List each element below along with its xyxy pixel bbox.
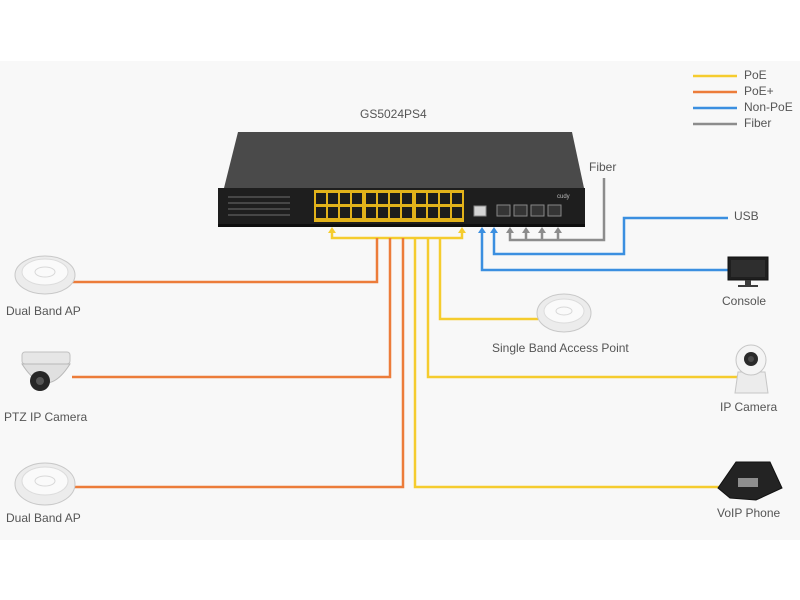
sfp-port xyxy=(496,204,511,217)
poe-bus-line xyxy=(330,231,464,240)
legend-label-poe-plus: PoE+ xyxy=(744,84,774,98)
usb-link xyxy=(492,216,728,256)
single-band-ap-label: Single Band Access Point xyxy=(492,341,629,355)
poe-port xyxy=(428,193,438,204)
ptz-camera-label: PTZ IP Camera xyxy=(4,410,88,424)
non-poe-links xyxy=(480,216,728,272)
switch-top-panel xyxy=(224,132,584,188)
poe-port xyxy=(416,193,426,204)
fiber-link-label: Fiber xyxy=(589,160,617,174)
poe-port xyxy=(452,207,462,218)
voip-phone-icon xyxy=(717,461,783,501)
status-led-panel xyxy=(228,196,290,216)
poe-port xyxy=(328,193,338,204)
voip-phone-label: VoIP Phone xyxy=(717,506,781,520)
diagram-graphics: cudy xyxy=(14,74,783,506)
poe-plus-links xyxy=(72,238,405,489)
poe-port xyxy=(440,193,450,204)
poe-port xyxy=(378,207,388,218)
legend-label-non-poe: Non-PoE xyxy=(744,100,793,114)
poe-port xyxy=(316,193,326,204)
poe-port xyxy=(440,207,450,218)
poe-link-single-band-ap xyxy=(438,238,538,321)
dual-band-ap-top-icon xyxy=(14,255,76,295)
console-link xyxy=(480,231,728,272)
poe-links xyxy=(330,231,738,489)
sfp-port xyxy=(513,204,528,217)
legend-label-poe: PoE xyxy=(744,68,767,82)
ptz-camera-icon xyxy=(21,351,71,391)
poe-port xyxy=(328,207,338,218)
dual-band-ap-bottom-label: Dual Band AP xyxy=(6,511,81,525)
switch-brand-logo: cudy xyxy=(557,194,570,200)
poe-port-grid xyxy=(314,190,464,222)
legend-swatches xyxy=(693,74,737,126)
poe-port xyxy=(416,207,426,218)
dual-band-ap-bottom-icon xyxy=(14,462,76,506)
monitor-icon xyxy=(727,256,769,287)
poe-port xyxy=(352,207,362,218)
fiber-arrowheads xyxy=(506,227,562,233)
poe-port xyxy=(352,193,362,204)
dual-band-ap-top-label: Dual Band AP xyxy=(6,304,81,318)
poe-port xyxy=(452,193,462,204)
sfp-port xyxy=(530,204,545,217)
poe-port xyxy=(378,193,388,204)
poe-arrowheads xyxy=(328,227,466,233)
poe-port xyxy=(402,193,412,204)
poe-port xyxy=(402,207,412,218)
sfp-port-group xyxy=(496,204,562,217)
poe-plus-link-ptz-camera xyxy=(72,238,392,379)
network-switch: cudy xyxy=(218,132,585,227)
poe-link-voip-phone xyxy=(413,238,722,489)
switch-base xyxy=(218,224,585,227)
sfp-port xyxy=(547,204,562,217)
poe-port xyxy=(316,207,326,218)
console-port xyxy=(473,205,487,217)
switch-model-label: GS5024PS4 xyxy=(360,107,427,121)
poe-plus-link-dual-band-ap-top xyxy=(72,238,379,284)
poe-port xyxy=(366,207,376,218)
poe-port xyxy=(390,207,400,218)
poe-port xyxy=(340,207,350,218)
legend-label-fiber: Fiber xyxy=(744,116,772,130)
console-label: Console xyxy=(722,294,767,308)
ip-camera-icon xyxy=(734,344,769,394)
ip-camera-label: IP Camera xyxy=(720,400,778,414)
single-band-ap-icon xyxy=(536,293,592,333)
poe-port xyxy=(340,193,350,204)
poe-port xyxy=(390,193,400,204)
usb-link-label: USB xyxy=(734,209,759,223)
poe-port xyxy=(428,207,438,218)
poe-port xyxy=(366,193,376,204)
topology-diagram: cudy xyxy=(0,61,800,540)
poe-link-ip-camera xyxy=(426,238,738,379)
non-poe-arrowheads xyxy=(478,227,498,233)
poe-plus-link-dual-band-ap-bottom xyxy=(72,238,405,489)
